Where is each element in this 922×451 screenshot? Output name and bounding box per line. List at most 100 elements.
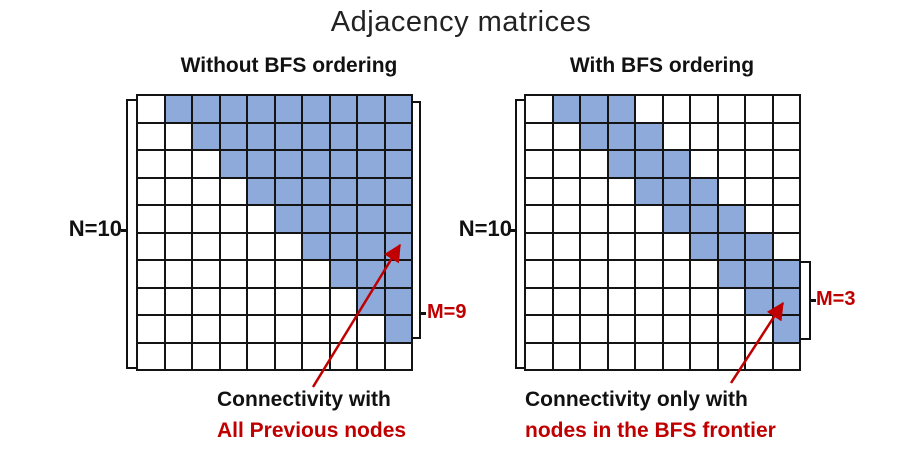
matrix-cell bbox=[219, 95, 247, 123]
matrix-cell bbox=[164, 260, 192, 288]
matrix-cell bbox=[274, 232, 302, 260]
matrix-cell bbox=[772, 315, 800, 343]
matrix-cell bbox=[384, 232, 412, 260]
matrix-cell bbox=[690, 122, 718, 150]
matrix-cell bbox=[302, 232, 330, 260]
matrix-cell bbox=[164, 150, 192, 178]
matrix-cell bbox=[274, 342, 302, 370]
matrix-cell bbox=[772, 122, 800, 150]
matrix-cell bbox=[192, 177, 220, 205]
matrix-cell bbox=[357, 122, 385, 150]
left-m-bracket bbox=[411, 101, 421, 339]
matrix-cell bbox=[690, 287, 718, 315]
matrix-cell bbox=[580, 232, 608, 260]
right-matrix-title: With BFS ordering bbox=[569, 54, 755, 77]
matrix-cell bbox=[607, 122, 635, 150]
matrix-cell bbox=[745, 315, 773, 343]
matrix-cell bbox=[329, 342, 357, 370]
matrix-cell bbox=[607, 315, 635, 343]
left-caption-line2: All Previous nodes bbox=[217, 419, 407, 442]
matrix-cell bbox=[384, 205, 412, 233]
left-caption-line1: Connectivity with bbox=[217, 388, 391, 411]
matrix-cell bbox=[247, 122, 275, 150]
matrix-cell bbox=[192, 342, 220, 370]
matrix-cell bbox=[635, 122, 663, 150]
matrix-cell bbox=[552, 232, 580, 260]
matrix-cell bbox=[552, 205, 580, 233]
right-n-label: N=10 bbox=[458, 216, 512, 241]
matrix-cell bbox=[525, 205, 553, 233]
matrix-cell bbox=[772, 150, 800, 178]
matrix-cell bbox=[247, 205, 275, 233]
matrix-cell bbox=[137, 260, 165, 288]
matrix-cell bbox=[329, 232, 357, 260]
left-m-label: M=9 bbox=[427, 301, 467, 323]
matrix-cell bbox=[274, 95, 302, 123]
left-caption: Connectivity with All Previous nodes bbox=[217, 384, 406, 446]
matrix-cell bbox=[662, 342, 690, 370]
matrix-cell bbox=[745, 177, 773, 205]
left-adjacency-matrix bbox=[136, 94, 413, 371]
matrix-cell bbox=[192, 150, 220, 178]
matrix-cell bbox=[384, 95, 412, 123]
matrix-cell bbox=[635, 260, 663, 288]
matrix-cell bbox=[219, 122, 247, 150]
matrix-cell bbox=[384, 260, 412, 288]
matrix-cell bbox=[607, 260, 635, 288]
matrix-cell bbox=[552, 260, 580, 288]
matrix-cell bbox=[164, 122, 192, 150]
right-caption-line2: nodes in the BFS frontier bbox=[525, 419, 776, 442]
matrix-cell bbox=[552, 150, 580, 178]
matrix-cell bbox=[772, 287, 800, 315]
matrix-cell bbox=[302, 122, 330, 150]
matrix-cell bbox=[607, 177, 635, 205]
matrix-cell bbox=[329, 177, 357, 205]
matrix-cell bbox=[552, 95, 580, 123]
matrix-cell bbox=[552, 315, 580, 343]
matrix-cell bbox=[274, 315, 302, 343]
matrix-cell bbox=[384, 177, 412, 205]
matrix-cell bbox=[745, 342, 773, 370]
matrix-cell bbox=[745, 122, 773, 150]
matrix-cell bbox=[772, 342, 800, 370]
left-n-label: N=10 bbox=[68, 216, 122, 241]
matrix-cell bbox=[525, 122, 553, 150]
matrix-cell bbox=[247, 177, 275, 205]
matrix-cell bbox=[192, 260, 220, 288]
matrix-cell bbox=[745, 287, 773, 315]
right-adjacency-matrix bbox=[524, 94, 801, 371]
matrix-cell bbox=[580, 177, 608, 205]
matrix-cell bbox=[274, 287, 302, 315]
matrix-cell bbox=[662, 150, 690, 178]
matrix-cell bbox=[662, 205, 690, 233]
matrix-cell bbox=[247, 95, 275, 123]
matrix-cell bbox=[192, 122, 220, 150]
matrix-cell bbox=[164, 342, 192, 370]
matrix-cell bbox=[219, 232, 247, 260]
matrix-cell bbox=[329, 260, 357, 288]
matrix-cell bbox=[219, 177, 247, 205]
matrix-cell bbox=[247, 232, 275, 260]
matrix-cell bbox=[357, 287, 385, 315]
matrix-cell bbox=[302, 342, 330, 370]
matrix-cell bbox=[274, 177, 302, 205]
matrix-cell bbox=[302, 95, 330, 123]
matrix-cell bbox=[192, 287, 220, 315]
page-title: Adjacency matrices bbox=[330, 6, 592, 38]
matrix-cell bbox=[690, 177, 718, 205]
matrix-cell bbox=[717, 232, 745, 260]
matrix-cell bbox=[357, 205, 385, 233]
matrix-cell bbox=[635, 342, 663, 370]
matrix-cell bbox=[580, 122, 608, 150]
matrix-cell bbox=[717, 287, 745, 315]
matrix-cell bbox=[635, 205, 663, 233]
matrix-cell bbox=[302, 260, 330, 288]
matrix-cell bbox=[635, 177, 663, 205]
matrix-cell bbox=[384, 315, 412, 343]
matrix-cell bbox=[192, 232, 220, 260]
matrix-cell bbox=[690, 150, 718, 178]
right-m-bracket-tick bbox=[809, 299, 816, 302]
matrix-cell bbox=[662, 315, 690, 343]
matrix-cell bbox=[662, 260, 690, 288]
